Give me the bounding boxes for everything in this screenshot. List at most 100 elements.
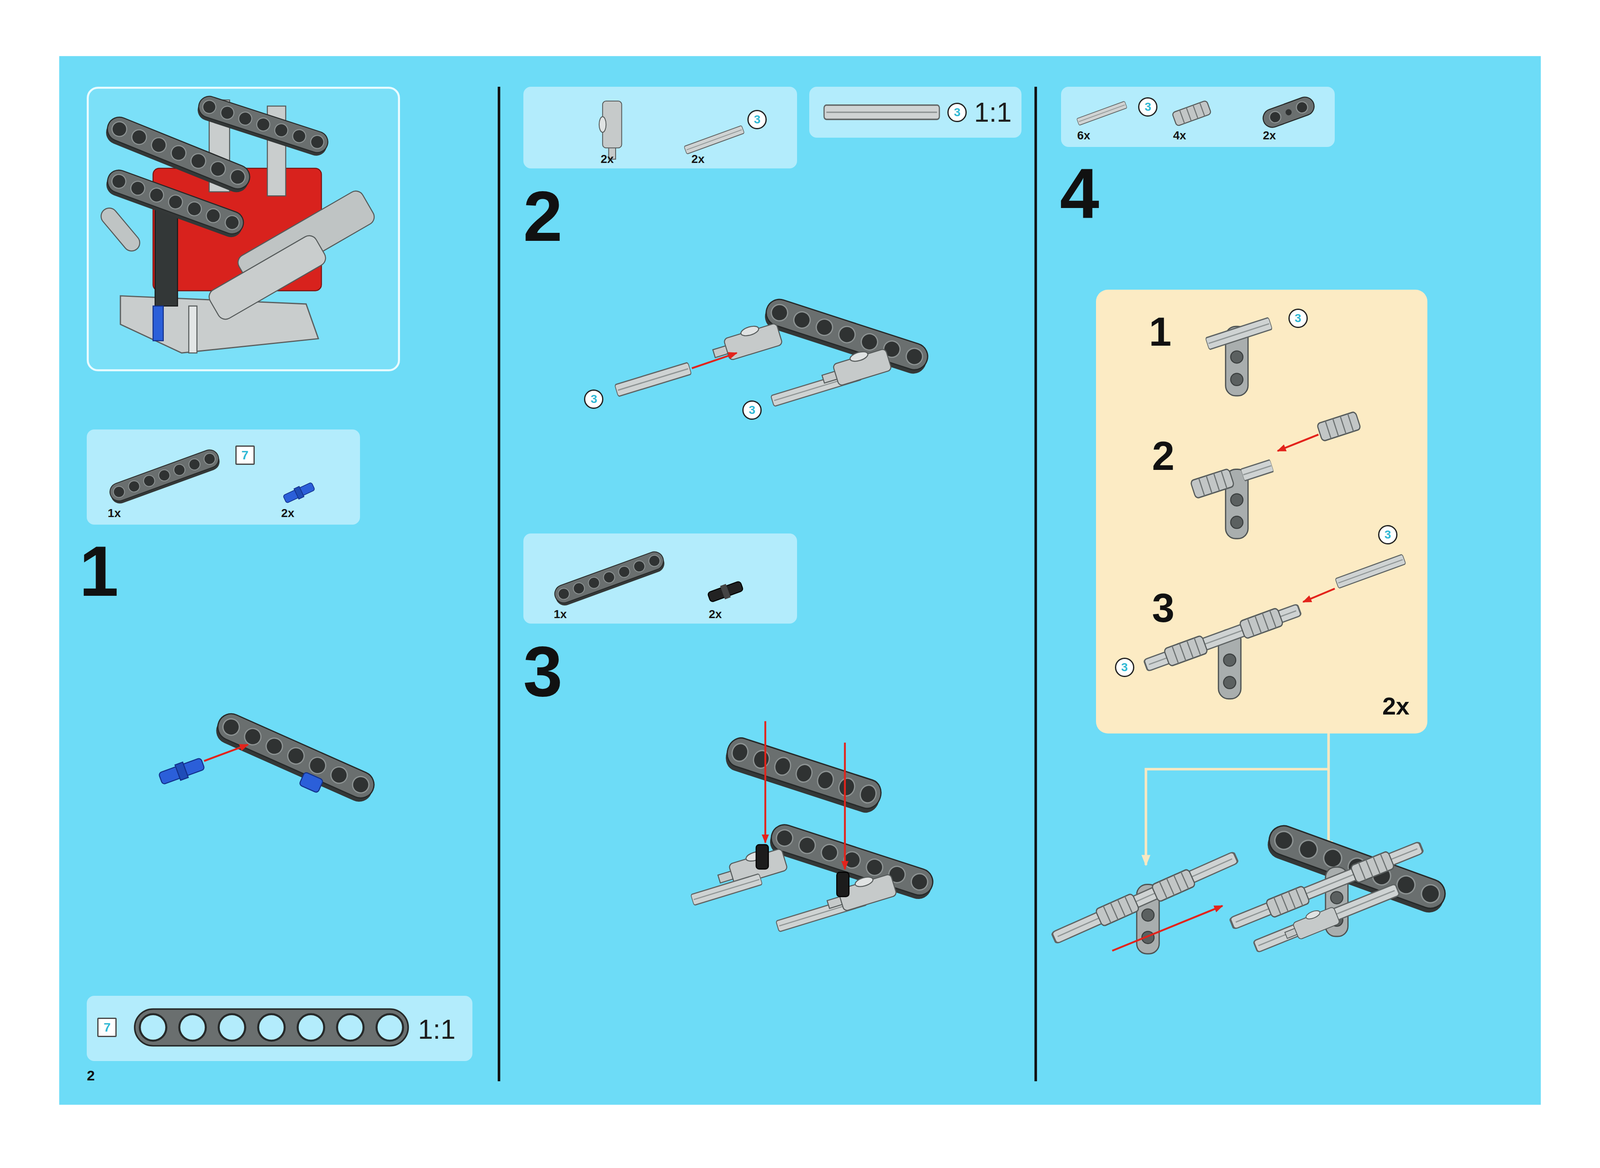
step-four-illustration — [1095, 893, 1140, 927]
subassembly-art — [1096, 289, 1428, 734]
step-three-illustration — [836, 872, 849, 897]
parts-art — [1260, 94, 1317, 131]
step-three-illustration — [690, 721, 936, 932]
step-one-illustration — [298, 771, 324, 794]
model-thumbnail — [97, 204, 144, 255]
scale-beam-art — [258, 1014, 285, 1041]
step-one-illustration — [157, 755, 206, 787]
multiplier-label: 2x — [1382, 693, 1410, 719]
step-three-illustration — [756, 844, 769, 870]
parts-list-panel: 3 1:1 — [809, 86, 1022, 138]
parts-art — [1077, 101, 1128, 126]
parts-art — [720, 584, 731, 600]
quantity-label: 2x — [600, 153, 614, 166]
callout-number: 3 — [1288, 308, 1308, 328]
parts-art — [706, 579, 745, 605]
subassembly-art — [1303, 588, 1335, 603]
quantity-label: 2x — [708, 608, 722, 621]
substep-number: 1 — [1149, 311, 1172, 352]
substep-number: 3 — [1152, 587, 1175, 629]
subassembly-art — [1239, 608, 1284, 640]
step-four-illustration — [1327, 733, 1330, 851]
step-three-illustration — [722, 734, 885, 816]
scale-beam-art — [297, 1014, 325, 1041]
quantity-label: 1x — [553, 608, 567, 621]
scale-beam-art — [86, 995, 473, 1062]
parts-art — [1260, 94, 1317, 131]
scale-beam-art — [134, 1009, 408, 1046]
model-thumbnail — [87, 87, 399, 371]
scale-beam-art — [179, 1014, 206, 1041]
scale-label: 1:1 — [418, 1016, 456, 1043]
step-four-illustration — [1051, 851, 1239, 944]
quantity-label: 1x — [107, 507, 121, 520]
model-thumbnail — [194, 93, 331, 159]
scale-beam-art — [218, 1014, 246, 1041]
quantity-label: 2x — [1262, 129, 1276, 142]
step-number: 2 — [523, 181, 563, 252]
step-four-illustration — [1281, 903, 1340, 944]
step-one-illustration — [211, 709, 379, 806]
step-three-illustration — [764, 721, 766, 843]
parts-list-panel: 7 1:1 — [86, 995, 473, 1062]
callout-number: 3 — [1378, 525, 1398, 545]
model-thumbnail — [206, 232, 329, 323]
column-divider — [1034, 86, 1038, 1082]
subassembly-art — [1205, 317, 1273, 350]
callout-number: 3 — [747, 109, 767, 130]
scale-beam-art — [376, 1014, 403, 1041]
scale-label: 1:1 — [974, 98, 1012, 126]
callout-box: 7 — [235, 445, 255, 465]
subassembly-art — [1316, 411, 1361, 442]
step-two-illustration — [614, 296, 932, 407]
parts-list-panel: 71x2x — [86, 429, 360, 525]
parts-art — [684, 125, 745, 155]
step-number: 1 — [79, 536, 119, 607]
model-thumbnail — [188, 306, 197, 353]
parts-art — [1285, 108, 1294, 117]
scale-axle-art — [824, 105, 940, 120]
step-two-illustration — [818, 344, 893, 390]
callout-number: 3 — [584, 389, 604, 409]
model-thumbnail — [87, 87, 399, 371]
parts-art — [86, 429, 360, 525]
step-one-illustration — [157, 709, 379, 806]
step-one-illustration — [298, 771, 324, 794]
subassembly-box: 1 3 2 3 3 3 2x — [1096, 289, 1428, 734]
step-four-illustration — [1112, 905, 1223, 951]
subassembly-art — [1190, 468, 1235, 499]
parts-art — [1268, 109, 1283, 125]
step-four-illustration — [1265, 885, 1311, 918]
step-three-illustration — [843, 742, 846, 870]
callout-number: 3 — [947, 102, 967, 123]
parts-art — [282, 480, 316, 505]
parts-list-panel: 3 2x 2x — [523, 86, 797, 169]
callout-box: 7 — [97, 1017, 117, 1038]
step-four-illustration — [1151, 868, 1196, 902]
parts-art — [552, 549, 667, 608]
callout-number: 3 — [1114, 657, 1135, 678]
model-thumbnail — [153, 306, 164, 341]
step-three-illustration — [690, 873, 763, 906]
model-thumbnail — [97, 204, 144, 255]
step-four-illustration — [1350, 850, 1395, 884]
scale-beam-art — [139, 1014, 167, 1041]
parts-list-panel: 1x 2x — [523, 533, 797, 624]
step-number: 4 — [1059, 158, 1099, 230]
step-four-illustration — [1253, 883, 1400, 953]
column-divider — [497, 86, 501, 1082]
step-four-illustration — [1051, 733, 1449, 954]
parts-art — [107, 447, 222, 507]
page-number: 2 — [86, 1068, 95, 1083]
model-thumbnail — [154, 209, 178, 307]
scale-beam-art — [336, 1014, 364, 1041]
quantity-label: 6x — [1077, 129, 1091, 142]
subassembly-art — [1277, 434, 1319, 451]
parts-art — [1295, 100, 1310, 115]
substep-number: 2 — [1152, 435, 1175, 477]
step-two-illustration — [709, 296, 931, 407]
quantity-label: 2x — [691, 153, 705, 166]
step-two-illustration — [614, 362, 692, 397]
page-ground — [59, 56, 1542, 1105]
